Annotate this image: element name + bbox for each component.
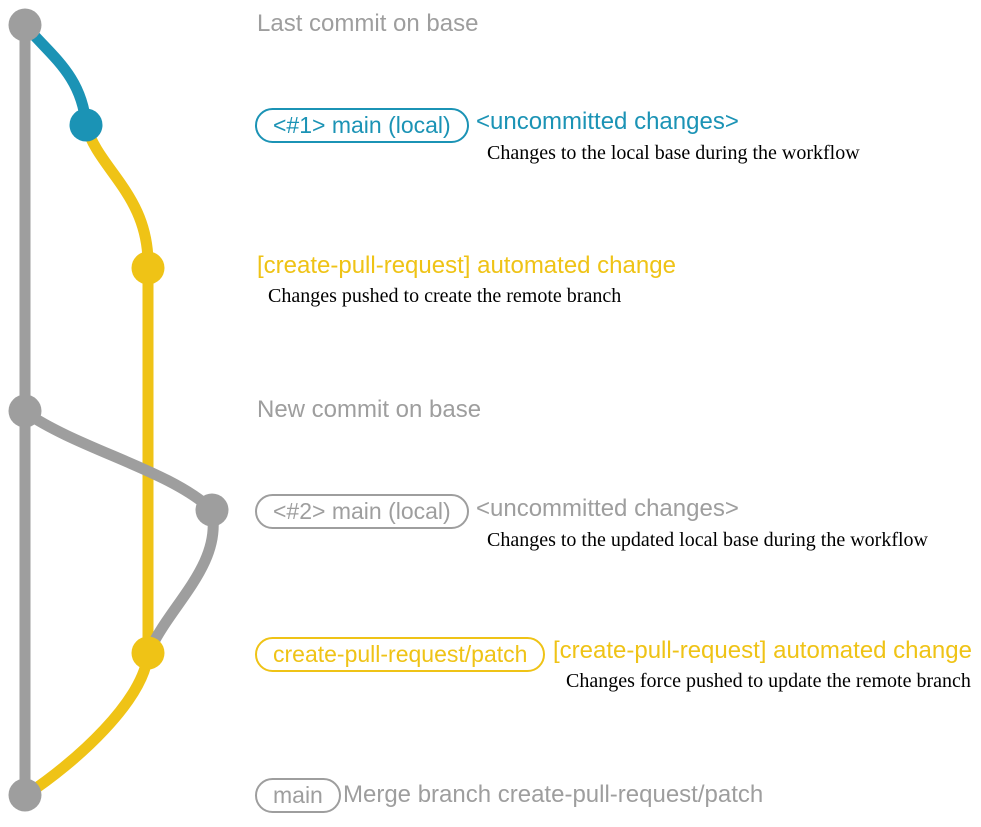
desc-force-pushed-update-remote: Changes force pushed to update the remot… [566, 670, 971, 692]
automated-change-label-2: [create-pull-request] automated change [553, 637, 972, 664]
commit-dot-local-1 [69, 108, 103, 142]
branch-badge-patch: create-pull-request/patch [255, 637, 546, 672]
commit-dot-merge [8, 778, 42, 812]
local2-to-patch-curve [144, 506, 219, 656]
branch-badge-main-local-2: <#2> main (local) [255, 494, 469, 529]
note-new-commit-on-base: New commit on base [257, 396, 482, 423]
commit-dot-new-base [8, 394, 42, 428]
branch-badge-main: main [255, 778, 341, 813]
uncommitted-changes-label-1: <uncommitted changes> [476, 108, 739, 135]
local1-to-patch-curve [80, 119, 154, 274]
note-last-commit-on-base: Last commit on base [257, 10, 479, 37]
commit-dot-last-base [8, 8, 42, 42]
desc-updated-local-base-changes: Changes to the updated local base during… [487, 529, 928, 551]
desc-local-base-changes: Changes to the local base during the wor… [487, 142, 860, 164]
commit-dot-patch-2 [131, 636, 165, 670]
automated-change-label-1: [create-pull-request] automated change [257, 252, 676, 279]
merge-branch-label: Merge branch create-pull-request/patch [343, 781, 764, 808]
base-to-local2-curve [19, 406, 218, 516]
base-to-local1-curve [19, 19, 92, 131]
patch-merge-curve [20, 647, 154, 801]
uncommitted-changes-label-2: <uncommitted changes> [476, 495, 739, 522]
commit-dot-local-2 [195, 493, 229, 527]
branch-badge-main-local-1: <#1> main (local) [255, 108, 469, 143]
commit-dot-patch-1 [131, 251, 165, 285]
desc-pushed-create-remote: Changes pushed to create the remote bran… [268, 285, 622, 307]
